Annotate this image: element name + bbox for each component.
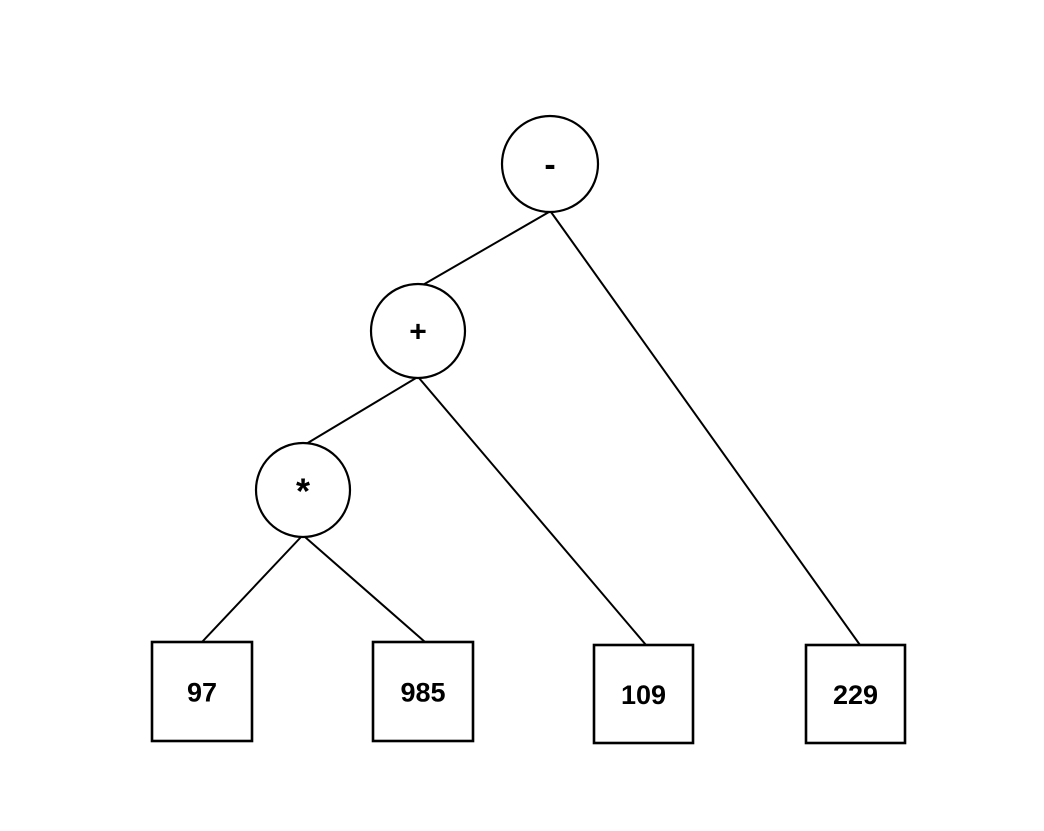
operator-node-circle	[500, 114, 600, 214]
leaf-node[interactable]: 229	[804, 643, 907, 745]
leaf-node-label: 109	[621, 680, 666, 710]
leaf-node[interactable]: 985	[371, 640, 475, 743]
tree-edge	[418, 377, 647, 646]
tree-edge	[304, 536, 426, 643]
operator-node[interactable]: *	[254, 441, 352, 539]
operator-node-circle	[369, 282, 467, 380]
leaf-node-label: 985	[400, 678, 445, 708]
leaf-node-box	[150, 640, 254, 743]
leaf-node-box	[592, 643, 695, 745]
edges-group	[201, 211, 861, 646]
operator-node[interactable]: +	[369, 282, 467, 380]
operator-node[interactable]: -	[500, 114, 600, 214]
operator-nodes-group: - + *	[254, 114, 600, 539]
operator-node-label: -	[544, 146, 555, 184]
leaf-node-label: 229	[833, 680, 878, 710]
operator-node-label: *	[296, 471, 310, 512]
tree-edge	[550, 211, 861, 646]
tree-edge	[420, 211, 550, 287]
leaf-node-box	[804, 643, 907, 745]
leaf-node[interactable]: 109	[592, 643, 695, 745]
leaf-node[interactable]: 97	[150, 640, 254, 743]
tree-edge	[305, 377, 417, 445]
leaf-node-box	[371, 640, 475, 743]
leaf-nodes-group: 97 985 109 229	[150, 640, 907, 745]
leaf-node-label: 97	[187, 678, 217, 708]
operator-node-label: +	[409, 316, 427, 349]
operator-node-circle	[254, 441, 352, 539]
tree-edge	[201, 536, 302, 643]
